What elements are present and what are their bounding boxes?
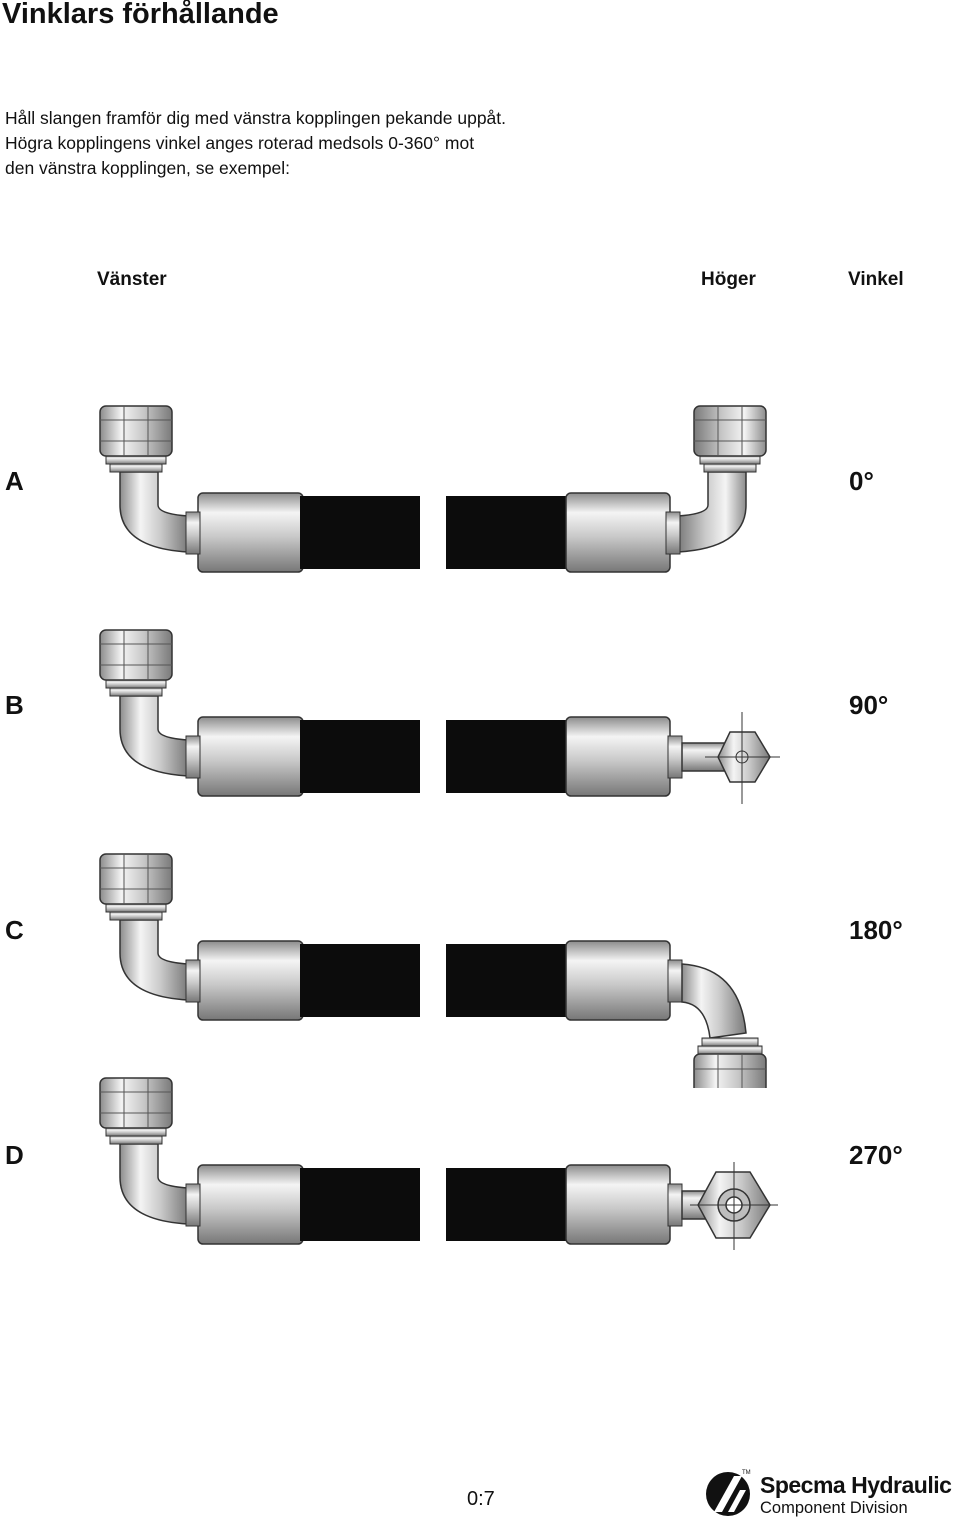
page-number: 0:7 (467, 1488, 495, 1510)
row-angle-b: 90° (849, 690, 889, 720)
row-angle-a: 0° (849, 466, 874, 496)
row-letter-d: D (5, 1140, 24, 1170)
row-angle-c: 180° (849, 915, 903, 945)
column-header-right: Höger (701, 269, 756, 290)
intro-text: Håll slangen framför dig med vänstra kop… (5, 106, 506, 181)
specma-logo-icon (706, 1472, 750, 1516)
brand-name: Specma Hydraulic (760, 1472, 952, 1498)
brand-division: Component Division (760, 1499, 908, 1517)
intro-line-2: Högra kopplingens vinkel anges roterad m… (5, 133, 475, 153)
row-letter-a: A (5, 466, 24, 496)
page-title: Vinklars förhållande (2, 0, 279, 30)
hose-diagram-c (99, 853, 767, 1088)
trademark-mark: TM (742, 1470, 751, 1476)
row-angle-d: 270° (849, 1140, 903, 1170)
row-letter-b: B (5, 690, 24, 720)
intro-line-1: Håll slangen framför dig med vänstra kop… (5, 108, 507, 128)
column-header-angle: Vinkel (848, 269, 904, 290)
column-header-left: Vänster (97, 269, 167, 290)
hose-diagram-d (99, 1077, 778, 1250)
intro-line-3: den vänstra kopplingen, se exempel: (5, 158, 291, 178)
row-letter-c: C (5, 915, 24, 945)
hose-diagram-a (99, 405, 767, 573)
hose-diagram-b (99, 629, 780, 804)
company-logo: TM Specma Hydraulic Component Division (700, 1468, 960, 1520)
